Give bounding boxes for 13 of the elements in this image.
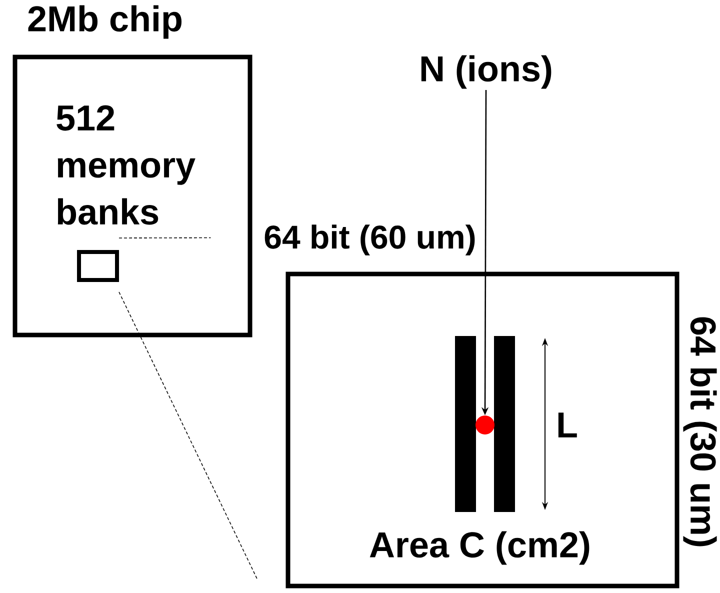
side-label: 64 bit (30 um) [683, 317, 717, 546]
ion-label: N (ions) [418, 54, 554, 90]
dimension-label: L [558, 412, 577, 438]
electrode-bar [455, 336, 476, 512]
zoom-line [118, 292, 258, 581]
ion-dot [476, 416, 494, 434]
memory-bank-box [77, 250, 119, 282]
box-text: 512 memory banks [56, 105, 196, 225]
box-heading: 2Mb chip [28, 5, 182, 39]
box-heading: 64 bit (60 um) [264, 224, 475, 256]
electrode-bar [494, 336, 515, 512]
zoom-line [118, 237, 212, 238]
box-text: Area C (cm2) [370, 531, 590, 565]
